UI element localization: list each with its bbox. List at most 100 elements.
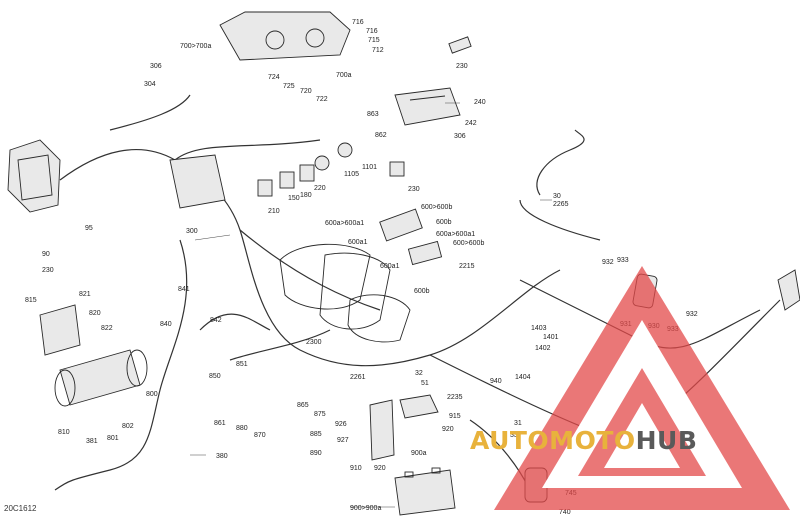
callout-label: 210 [268,208,280,215]
fuse-box [169,154,226,209]
bracket-915 [399,394,439,419]
callout-label: 304 [144,81,156,88]
callout-label: 600a>600a1 [436,231,475,238]
callout-label: 600b [414,288,430,295]
callout-label: 31 [514,420,522,427]
callout-label: 51 [421,380,429,387]
callout-label: 30 [553,193,561,200]
callout-label: 900a [411,450,427,457]
callout-label: 725 [283,83,295,90]
callout-label: 722 [316,96,328,103]
callout-label: 2235 [447,394,463,401]
callout-label: 920 [442,426,454,433]
callout-label: 820 [89,310,101,317]
callout-label: 740 [559,509,571,516]
headlight-top [219,11,351,61]
watermark-logo: AUTOMOTOHUB [470,258,796,519]
winch-mount-plate [39,304,81,356]
callout-label: 865 [297,402,309,409]
callout-label: 2265 [553,201,569,208]
callout-label: 870 [254,432,266,439]
callout-label: 840 [160,321,172,328]
callout-label: 700a [336,72,352,79]
callout-label: 716 [352,19,364,26]
callout-label: 850 [209,373,221,380]
callout-label: 2215 [459,263,475,270]
watermark-brand-part1: AUTOMOTO [470,426,636,455]
callout-label: 32 [415,370,423,377]
callout-label: 380 [216,453,228,460]
callout-label: 240 [474,99,486,106]
callout-label: 863 [367,111,379,118]
callout-label: 306 [454,133,466,140]
callout-label: 926 [335,421,347,428]
callout-label: 822 [101,325,113,332]
callout-label: 900>900a [350,505,381,512]
callout-label: 95 [85,225,93,232]
document-reference: 20C1612 [4,504,37,513]
callout-label: 600a>600a1 [325,220,364,227]
connector-block-600 [379,208,443,266]
callout-label: 715 [368,37,380,44]
callout-label: 724 [268,74,280,81]
callout-label: 862 [375,132,387,139]
callout-label: 800 [146,391,158,398]
headlight-left [7,139,61,213]
callout-label: 842 [210,317,222,324]
callout-label: 1105 [344,171,359,178]
callout-label: 851 [236,361,248,368]
callout-label: 940 [490,378,502,385]
callout-label: 841 [178,286,190,293]
callout-label: 720 [300,88,312,95]
callout-label: 712 [372,47,384,54]
callout-label: 875 [314,411,326,418]
battery [394,467,456,516]
callout-label: 600a1 [380,263,400,270]
watermark-brand-part2: HUB [635,426,698,455]
callout-label: 880 [236,425,248,432]
callout-label: 810 [58,429,70,436]
callout-label: 910 [350,465,362,472]
callout-label: 381 [86,438,98,445]
callout-label: 890 [310,450,322,457]
callout-label: 90 [42,251,50,258]
callout-label: 600b [436,219,452,226]
callout-label: 2300 [306,339,322,346]
callout-label: 33 [510,432,518,439]
bracket-910 [369,399,395,461]
callout-label: 801 [107,435,119,442]
callout-label: 220 [314,185,326,192]
callout-label: 920 [374,465,386,472]
callout-label: 932 [602,259,614,266]
callout-label: 700>700a [180,43,211,50]
callout-label: 1403 [531,325,547,332]
watermark-wordmark: AUTOMOTOHUB [470,426,697,455]
callout-label: 915 [449,413,461,420]
callout-label: 230 [408,186,420,193]
warning-triangle-icon [494,266,790,510]
callout-label: 600>600b [421,204,452,211]
callout-label: 306 [150,63,162,70]
callout-label: 933 [617,257,629,264]
callout-label: 150 [288,195,300,202]
callout-label: 180 [300,192,312,199]
callout-label: 600>600b [453,240,484,247]
callout-label: 802 [122,423,134,430]
callout-label: 1401 [543,334,559,341]
ecu-module [394,87,461,126]
callout-label: 230 [42,267,54,274]
callout-label: 932 [686,311,698,318]
light-932 [777,269,800,311]
callout-label: 230 [456,63,468,70]
callout-label: 885 [310,431,322,438]
callout-label: 300 [186,228,198,235]
switch-connectors [257,36,472,197]
callout-label: 1404 [515,374,531,381]
callout-label: 815 [25,297,37,304]
callout-label: 2261 [350,374,366,381]
callout-label: 821 [79,291,91,298]
callout-label: 1101 [362,164,377,171]
callout-label: 242 [465,120,477,127]
callout-label: 716 [366,28,378,35]
